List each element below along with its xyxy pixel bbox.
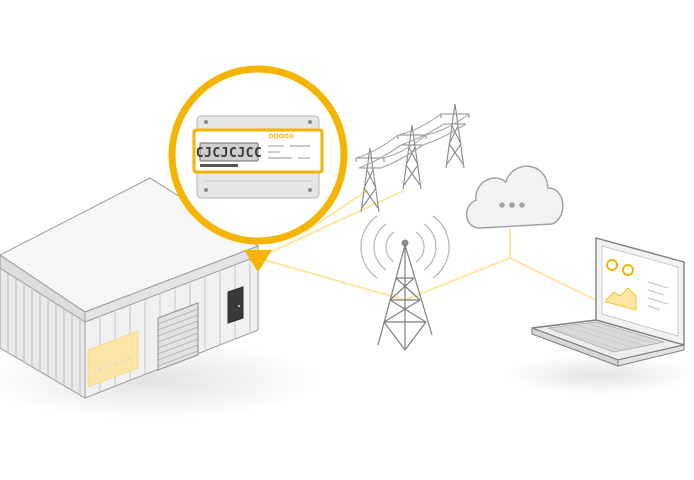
- lit-windows: [87, 330, 139, 388]
- meter-callout: CJCJCJCC: [168, 65, 348, 272]
- connection-line: [257, 257, 406, 301]
- power-pylon-icon: [355, 103, 470, 213]
- callout-pointer: [244, 250, 272, 272]
- connection-line: [257, 189, 406, 259]
- warehouse-door: [227, 286, 244, 324]
- radio-tower-icon: [360, 215, 450, 351]
- connection-line: [304, 189, 369, 233]
- electric-meter-icon: CJCJCJCC: [192, 115, 324, 199]
- meter-reading: CJCJCJCC: [196, 146, 263, 161]
- garage-door: [157, 302, 199, 371]
- connection-line: [509, 257, 597, 301]
- cloud-icon: [466, 165, 564, 229]
- ground-shadow: [505, 355, 694, 395]
- laptop-icon: [531, 237, 685, 367]
- meter-display: [199, 142, 259, 162]
- connection-line: [404, 257, 511, 301]
- energy-dashboard: [605, 259, 669, 311]
- connection-lines: [257, 189, 597, 301]
- laptop-keyboard: [547, 321, 665, 353]
